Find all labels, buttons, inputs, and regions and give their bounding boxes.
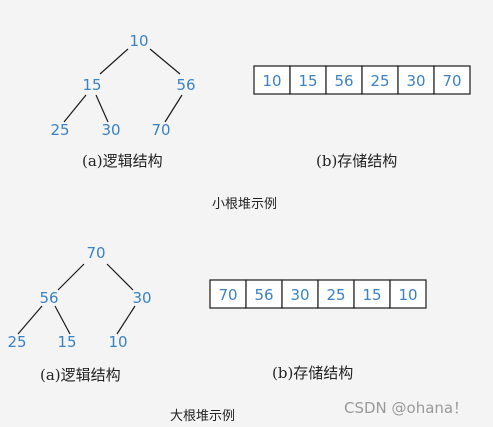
array-value: 30 (290, 286, 309, 304)
tree-edge (63, 94, 87, 123)
array-cell: 30 (397, 65, 435, 95)
tree-edge (95, 94, 109, 123)
tree-node: 30 (132, 289, 151, 307)
array-cell: 30 (281, 279, 319, 309)
array-value: 10 (262, 72, 281, 90)
array-cell: 56 (325, 65, 363, 95)
min-heap-array: 10 15 56 25 30 70 (253, 65, 471, 95)
array-value: 25 (326, 286, 345, 304)
tree-edge (99, 48, 129, 75)
array-cell: 15 (353, 279, 391, 309)
tree-edge (106, 263, 134, 291)
min-heap-title: 小根堆示例 (212, 197, 277, 212)
tree-node: 10 (129, 32, 148, 50)
tree-node: 56 (39, 289, 58, 307)
max-heap-tree: 70 56 30 25 15 10 (7, 244, 151, 351)
array-cell: 10 (389, 279, 427, 309)
array-value: 30 (406, 72, 425, 90)
tree-edge (149, 48, 181, 75)
storage-structure-label: (b)存储结构 (272, 364, 353, 382)
tree-node: 25 (7, 333, 26, 351)
max-heap-array: 70 56 30 25 15 10 (209, 279, 427, 309)
tree-node: 15 (57, 333, 76, 351)
tree-edge (57, 263, 85, 291)
max-heap-title: 大根堆示例 (170, 409, 235, 424)
array-cell: 15 (289, 65, 327, 95)
tree-edge (54, 305, 71, 335)
min-heap-tree: 10 15 56 25 30 70 (50, 32, 195, 139)
array-value: 56 (254, 286, 273, 304)
array-value: 15 (298, 72, 317, 90)
array-value: 25 (370, 72, 389, 90)
logical-structure-label: (a)逻辑结构 (40, 366, 121, 384)
array-value: 15 (362, 286, 381, 304)
array-cell: 25 (361, 65, 399, 95)
array-value: 70 (218, 286, 237, 304)
array-cell: 70 (209, 279, 247, 309)
tree-node: 56 (176, 76, 195, 94)
array-cell: 25 (317, 279, 355, 309)
array-value: 56 (334, 72, 353, 90)
tree-node: 70 (151, 121, 170, 139)
tree-node: 10 (108, 333, 127, 351)
tree-edge (17, 305, 43, 335)
array-cell: 70 (433, 65, 471, 95)
tree-edge (164, 94, 183, 123)
tree-node: 25 (50, 121, 69, 139)
storage-structure-label: (b)存储结构 (316, 152, 397, 170)
tree-edge (116, 305, 136, 335)
array-cell: 10 (253, 65, 291, 95)
array-cell: 56 (245, 279, 283, 309)
logical-structure-label: (a)逻辑结构 (82, 152, 163, 170)
tree-node: 15 (82, 76, 101, 94)
tree-node: 30 (101, 121, 120, 139)
array-value: 10 (398, 286, 417, 304)
tree-node: 70 (86, 244, 105, 262)
watermark: CSDN @ohana！ (344, 399, 468, 417)
array-value: 70 (442, 72, 461, 90)
